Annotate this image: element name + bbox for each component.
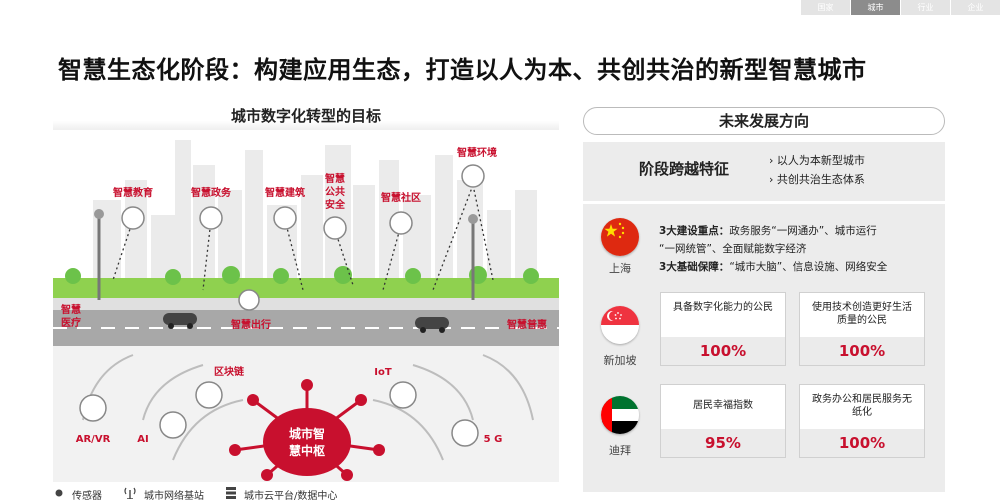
stat-card: 政务办公和居民服务无纸化 100% — [799, 384, 925, 458]
stat-label: 居民幸福指数 — [693, 400, 753, 411]
network-links — [112, 184, 494, 291]
car-travel-icon — [238, 289, 260, 311]
blockchain-icon — [195, 381, 223, 409]
label-iot: IoT — [374, 367, 392, 378]
legend-label: 传感器 — [72, 491, 102, 502]
lamp-head-icon — [468, 214, 478, 224]
label-welfare: 智慧普惠 — [507, 318, 547, 331]
car-icon — [415, 317, 449, 333]
scene-icons — [121, 164, 485, 311]
sensor-icon — [54, 488, 64, 501]
label-environment: 智慧环境 — [457, 146, 497, 159]
legend-label: 城市网络基站 — [144, 491, 204, 502]
city-dubai: 迪拜 — [609, 444, 631, 457]
label-travel: 智慧出行 — [231, 318, 271, 331]
label-ai: AI — [137, 434, 148, 445]
trees — [65, 266, 539, 285]
tab-enterprise[interactable]: 企业 — [951, 0, 1000, 15]
education-icon — [121, 206, 145, 230]
building-icon — [273, 206, 297, 230]
stat-card: 居民幸福指数 95% — [660, 384, 786, 458]
data-center-icon — [226, 487, 236, 502]
stat-label: 政务办公和居民服务无纸化 — [812, 394, 912, 418]
tab-industry[interactable]: 行业 — [901, 0, 950, 15]
vr-icon — [79, 394, 107, 422]
stat-value: 95% — [661, 429, 785, 457]
shield-icon — [323, 216, 347, 240]
stat-label: 使用技术创造更好生活质量的公民 — [812, 302, 912, 326]
hub-label-2: 慧中枢 — [289, 443, 325, 458]
legend-item-base-station: 城市网络基站 — [124, 487, 204, 502]
divider — [583, 201, 945, 204]
city-singapore: 新加坡 — [603, 354, 637, 367]
legend-label: 城市云平台/数据中心 — [244, 491, 338, 502]
legend-item-sensor: 传感器 — [54, 487, 102, 502]
base-station-icon — [124, 487, 136, 502]
label-building: 智慧建筑 — [265, 186, 305, 199]
tab-country[interactable]: 国家 — [801, 0, 850, 15]
5g-antenna-icon — [451, 419, 479, 447]
shanghai-text: 3大建设重点：政务服务“一网通办”、城市运行 “一网统管”、全面赋能数字经济 3… — [659, 225, 888, 273]
arc-arrows — [82, 354, 534, 461]
environment-icon — [461, 164, 485, 188]
future-direction-panel: 阶段跨越特征 › 以人为本新型城市 › 共创共治生态体系 上海 3大建设重点：政… — [583, 142, 945, 492]
right-panel-header: 未来发展方向 — [583, 107, 945, 135]
china-flag-icon — [601, 218, 639, 256]
stat-value: 100% — [800, 429, 924, 457]
label-medical-1: 智慧 — [61, 303, 81, 316]
house-icon — [389, 211, 413, 235]
city-hub: 城市智 慧中枢 — [229, 379, 385, 481]
uae-flag-icon — [601, 396, 639, 434]
hub-label-1: 城市智 — [289, 426, 325, 441]
stage-feature-box: 阶段跨越特征 › 以人为本新型城市 › 共创共治生态体系 — [583, 142, 945, 198]
legend-item-data-center: 城市云平台/数据中心 — [226, 487, 337, 502]
singapore-flag-icon — [601, 306, 639, 344]
label-safety-1: 智慧 — [325, 172, 345, 185]
stage-title: 阶段跨越特征 — [639, 160, 730, 178]
left-panel-header: 城市数字化转型的目标 — [53, 104, 559, 134]
stage-point: › 以人为本新型城市 — [769, 154, 865, 167]
label-safety-3: 安全 — [325, 198, 346, 211]
label-arvr: AR/VR — [76, 434, 111, 445]
stat-value: 100% — [800, 337, 924, 365]
stat-value: 100% — [661, 337, 785, 365]
stage-point: › 共创共治生态体系 — [769, 173, 865, 186]
tech-icons — [79, 381, 479, 447]
label-education: 智慧教育 — [113, 186, 153, 199]
stat-card: 使用技术创造更好生活质量的公民 100% — [799, 292, 925, 366]
label-5g: 5 G — [484, 434, 503, 445]
legend: 传感器 城市网络基站 城市云平台/数据中心 — [54, 487, 359, 502]
city-shanghai: 上海 — [609, 262, 631, 275]
stage-points: › 以人为本新型城市 › 共创共治生态体系 — [769, 151, 865, 189]
top-tab-bar: 国家 城市 行业 企业 — [800, 0, 1000, 15]
ai-head-icon — [159, 411, 187, 439]
page-title: 智慧生态化阶段：构建应用生态，打造以人为本、共创共治的新型智慧城市 — [58, 56, 867, 84]
car-icon — [163, 313, 197, 329]
label-safety-2: 公共 — [325, 185, 345, 198]
stat-card: 具备数字化能力的公民 100% — [660, 292, 786, 366]
label-government: 智慧政务 — [191, 186, 232, 199]
label-community: 智慧社区 — [381, 191, 421, 204]
smart-city-illustration: 智慧教育 智慧政务 智慧建筑 智慧 公共 安全 智慧社区 智慧环境 智慧 医疗 … — [53, 130, 559, 482]
label-blockchain: 区块链 — [214, 365, 245, 378]
stat-label: 具备数字化能力的公民 — [673, 302, 773, 313]
lamp-head-icon — [94, 209, 104, 219]
label-medical-2: 医疗 — [61, 316, 81, 329]
tab-city[interactable]: 城市 — [851, 0, 900, 15]
iot-robot-arm-icon — [389, 381, 417, 409]
government-icon — [199, 206, 223, 230]
